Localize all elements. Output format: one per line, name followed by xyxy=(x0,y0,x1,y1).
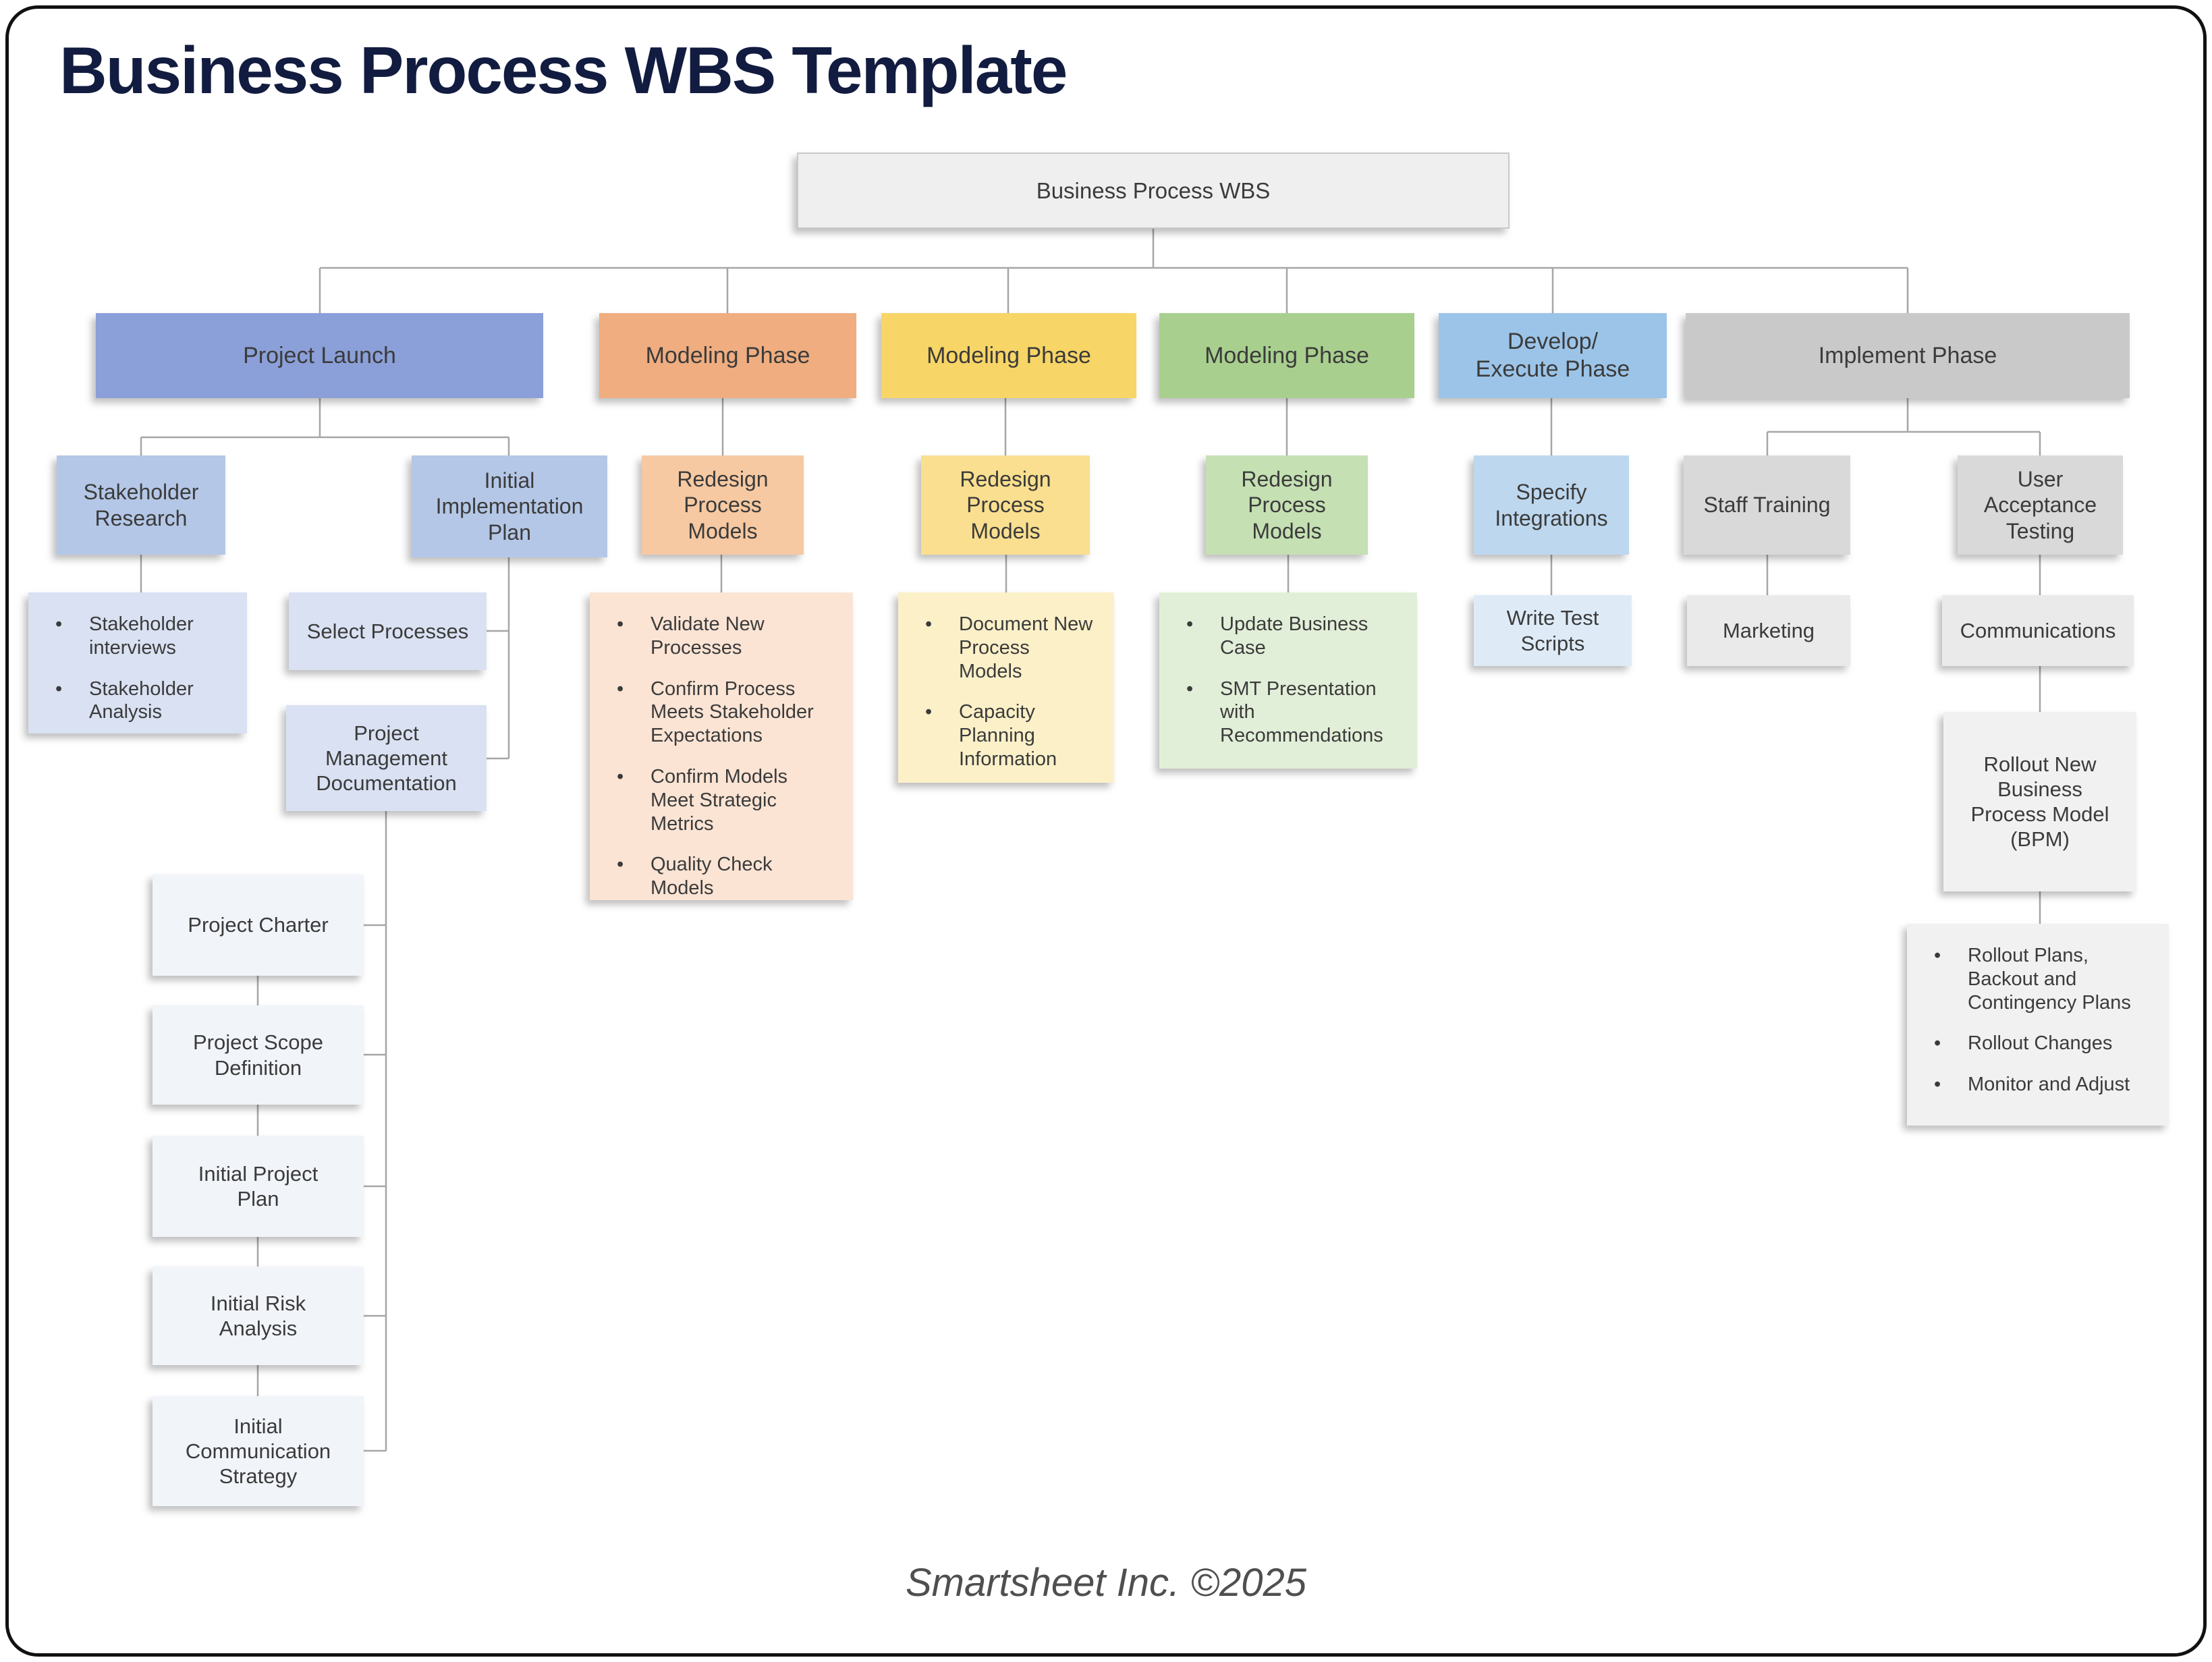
node-initial-implementation-plan: Initial Implementation Plan xyxy=(412,455,607,557)
node-staff-training: Staff Training xyxy=(1684,455,1850,555)
bullet-box-yellow: Document New Process Models Capacity Pla… xyxy=(898,592,1114,783)
bullet-item: Validate New Processes xyxy=(613,613,835,660)
bullet-item: Rollout Plans, Backout and Contingency P… xyxy=(1930,944,2151,1014)
connector-implement-bus xyxy=(1766,398,2041,455)
node-phase-project-launch: Project Launch xyxy=(96,313,543,398)
bullet-item: Quality Check Models xyxy=(613,853,835,900)
bullet-box-stakeholder: Stakeholder interviews Stakeholder Analy… xyxy=(28,592,247,733)
node-redesign-process-models-green: Redesign Process Models xyxy=(1206,455,1368,555)
node-phase-modeling-yellow: Modeling Phase xyxy=(881,313,1136,398)
bullet-box-orange: Validate New Processes Confirm Process M… xyxy=(590,592,853,900)
node-select-processes: Select Processes xyxy=(289,592,487,670)
connector-documentation-trunk xyxy=(364,811,387,1452)
node-user-acceptance-testing: User Acceptance Testing xyxy=(1958,455,2123,555)
footer-copyright: Smartsheet Inc. ©2025 xyxy=(905,1561,1307,1605)
connector-iip-trunk xyxy=(487,557,510,760)
bullet-item: Stakeholder interviews xyxy=(51,613,229,660)
bullet-item: Update Business Case xyxy=(1182,613,1400,660)
node-redesign-process-models-yellow: Redesign Process Models xyxy=(921,455,1090,555)
node-write-test-scripts: Write Test Scripts xyxy=(1474,595,1632,666)
node-communications: Communications xyxy=(1942,595,2134,666)
bullet-item: Confirm Models Meet Strategic Metrics xyxy=(613,765,835,835)
bullet-item: Confirm Process Meets Stakeholder Expect… xyxy=(613,677,835,748)
node-initial-communication-strategy: Initial Communication Strategy xyxy=(153,1396,364,1506)
bullet-item: Capacity Planning Information xyxy=(921,700,1097,771)
node-specify-integrations: Specify Integrations xyxy=(1474,455,1629,555)
node-stakeholder-research: Stakeholder Research xyxy=(57,455,225,555)
bullet-item: Stakeholder Analysis xyxy=(51,677,229,725)
connector-project-launch-bus xyxy=(140,398,510,455)
page-title: Business Process WBS Template xyxy=(59,33,1068,107)
node-phase-implement: Implement Phase xyxy=(1686,313,2130,398)
bullet-box-rollout: Rollout Plans, Backout and Contingency P… xyxy=(1907,924,2169,1126)
connector-green-chain xyxy=(1285,398,1290,592)
node-phase-develop-execute: Develop/ Execute Phase xyxy=(1439,313,1667,398)
bullet-box-green: Update Business Case SMT Presentation wi… xyxy=(1159,592,1417,769)
node-project-scope-definition: Project Scope Definition xyxy=(153,1005,364,1105)
bullet-item: Monitor and Adjust xyxy=(1930,1073,2151,1097)
node-root: Business Process WBS xyxy=(797,153,1510,229)
node-redesign-process-models-orange: Redesign Process Models xyxy=(642,455,804,555)
node-phase-modeling-green: Modeling Phase xyxy=(1159,313,1414,398)
bullet-item: Document New Process Models xyxy=(921,613,1097,683)
node-rollout-bpm: Rollout New Business Process Model (BPM) xyxy=(1943,712,2136,891)
connector-yellow-chain xyxy=(1004,398,1007,592)
node-project-charter: Project Charter xyxy=(153,875,364,976)
node-initial-project-plan: Initial Project Plan xyxy=(153,1136,364,1237)
bullet-item: SMT Presentation with Recommendations xyxy=(1182,677,1400,748)
bullet-item: Rollout Changes xyxy=(1930,1032,2151,1055)
connector-orange-chain xyxy=(720,398,724,592)
node-initial-risk-analysis: Initial Risk Analysis xyxy=(153,1267,364,1365)
node-marketing: Marketing xyxy=(1687,595,1850,666)
node-project-management-documentation: Project Management Documentation xyxy=(286,705,487,811)
node-phase-modeling-orange: Modeling Phase xyxy=(599,313,856,398)
